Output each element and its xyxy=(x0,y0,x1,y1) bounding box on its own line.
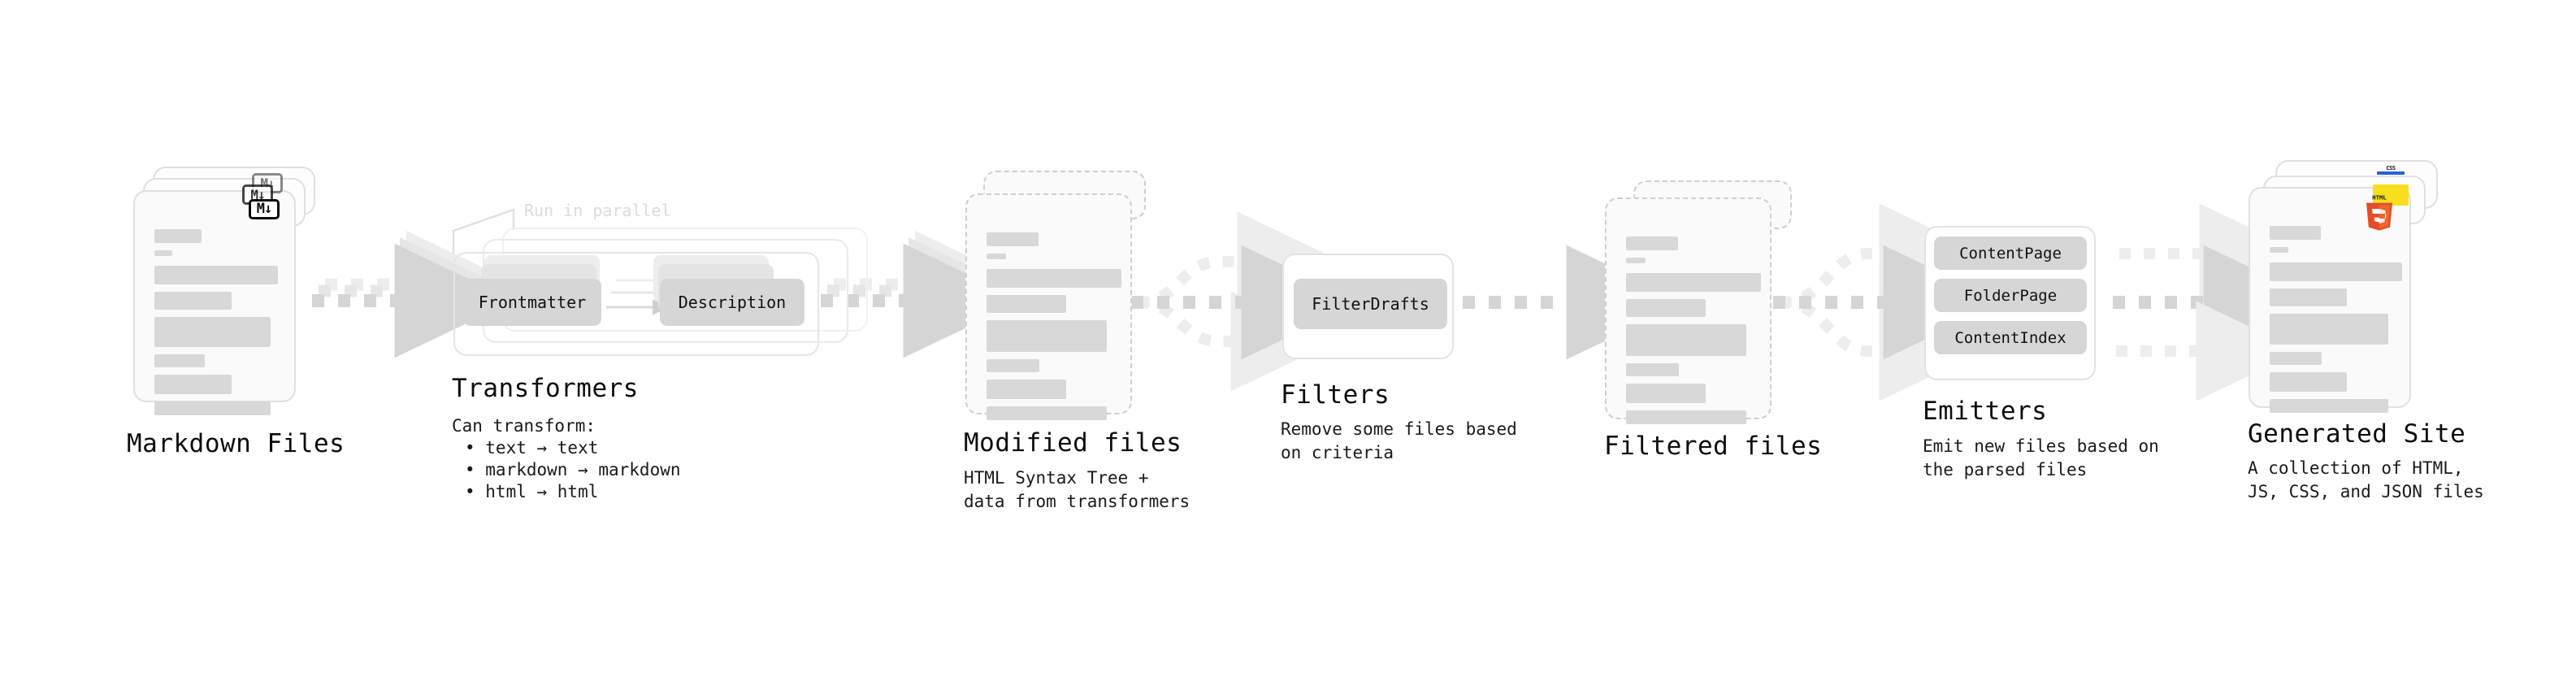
markdown-badge: M↓ xyxy=(249,199,280,219)
skeleton-bar xyxy=(2270,247,2288,253)
js-badge xyxy=(2373,184,2409,206)
skeleton-bar xyxy=(987,380,1066,399)
content-page-chip[interactable]: ContentPage xyxy=(1934,236,2087,270)
skeleton-bar xyxy=(1626,299,1706,317)
html5-logo-icon: HTML xyxy=(2366,194,2392,231)
filtered-skeleton xyxy=(1626,236,1761,432)
skeleton-bar xyxy=(154,354,205,367)
skeleton-bar xyxy=(1626,363,1679,376)
markdown-skeleton xyxy=(154,229,278,423)
modified-card-front xyxy=(965,193,1132,420)
connector-emitters-to-site xyxy=(2113,203,2323,401)
connector-markdown-to-transformers xyxy=(312,231,518,358)
transformers-bullet-1: • text → text xyxy=(465,438,599,458)
transformers-bullet-2: • markdown → markdown xyxy=(465,460,681,479)
emitters-description: Emit new files based on the parsed files xyxy=(1923,436,2159,479)
skeleton-bar xyxy=(154,401,271,415)
filter-drafts-chip[interactable]: FilterDrafts xyxy=(1294,279,1447,329)
transformers-bullet-3: • html → html xyxy=(465,482,599,501)
stage-title-transformers: Transformers xyxy=(452,374,639,403)
skeleton-bar xyxy=(987,254,1006,259)
skeleton-bar xyxy=(987,269,1121,288)
markdown-card-front xyxy=(133,190,296,415)
skeleton-bar xyxy=(987,406,1107,420)
stage-title-markdown-files: Markdown Files xyxy=(127,429,345,458)
skeleton-bar xyxy=(2270,262,2402,281)
stage-title-emitters: Emitters xyxy=(1923,397,2048,426)
filtered-card-front xyxy=(1605,197,1772,424)
skeleton-bar xyxy=(154,266,278,284)
stage-title-modified-files: Modified files xyxy=(964,428,1182,458)
skeleton-bar xyxy=(154,292,232,310)
folder-page-chip[interactable]: FolderPage xyxy=(1934,279,2087,312)
skeleton-bar xyxy=(154,250,172,256)
connector-modified-to-filters xyxy=(1131,211,1361,392)
skeleton-bar xyxy=(987,320,1107,352)
skeleton-bar xyxy=(1626,410,1746,424)
svg-text:HTML: HTML xyxy=(2372,194,2387,202)
skeleton-bar xyxy=(1626,236,1678,250)
skeleton-bar xyxy=(987,295,1066,313)
run-in-parallel-label: Run in parallel xyxy=(524,201,671,220)
skeleton-bar xyxy=(154,229,202,243)
css-badge-label: CSS xyxy=(2386,165,2396,171)
skeleton-bar xyxy=(1626,384,1706,403)
skeleton-bar xyxy=(154,375,232,394)
skeleton-bar xyxy=(1626,258,1646,263)
skeleton-bar xyxy=(2270,399,2388,413)
skeleton-bar xyxy=(987,232,1039,246)
site-skeleton xyxy=(2270,226,2402,420)
stage-title-generated-site: Generated Site xyxy=(2248,419,2466,449)
html5-badge: HTML xyxy=(2363,193,2396,231)
skeleton-bar xyxy=(2270,314,2388,345)
modified-files-description: HTML Syntax Tree + data from transformer… xyxy=(964,468,1190,511)
connector-filtered-to-emitters xyxy=(1773,203,2003,401)
stage-title-filters: Filters xyxy=(1281,380,1390,410)
description-chip[interactable]: Description xyxy=(660,279,804,326)
content-index-chip[interactable]: ContentIndex xyxy=(1934,321,2087,354)
css-badge-bar xyxy=(2377,171,2405,175)
frontmatter-chip[interactable]: Frontmatter xyxy=(463,279,601,326)
skeleton-bar xyxy=(2270,288,2347,306)
css-badge: CSS xyxy=(2377,166,2405,176)
generated-site-description: A collection of HTML, JS, CSS, and JSON … xyxy=(2248,458,2484,501)
skeleton-bar xyxy=(987,359,1039,372)
modified-skeleton xyxy=(987,232,1121,427)
skeleton-bar xyxy=(1626,273,1761,292)
stage-title-filtered-files: Filtered files xyxy=(1604,432,1823,461)
transformers-description-heading: Can transform: xyxy=(452,416,596,436)
transformer-box-front xyxy=(453,252,819,356)
skeleton-bar xyxy=(154,317,271,347)
skeleton-bar xyxy=(2270,372,2347,392)
filters-description: Remove some files based on criteria xyxy=(1281,419,1517,462)
skeleton-bar xyxy=(2270,226,2321,240)
skeleton-bar xyxy=(1626,324,1746,356)
skeleton-bar xyxy=(2270,352,2322,365)
site-card-front xyxy=(2249,187,2411,413)
